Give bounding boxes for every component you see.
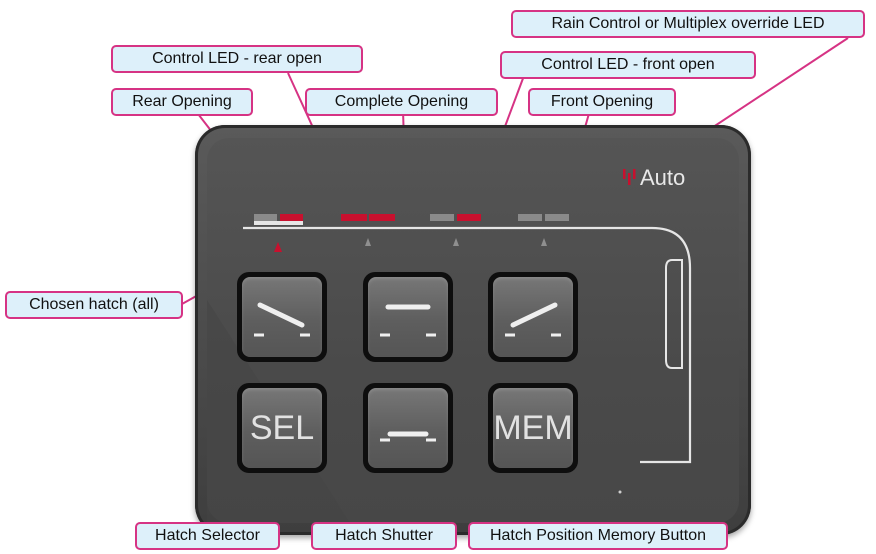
chosen-hatch-indicator <box>274 242 282 252</box>
led-group-rear <box>254 214 303 225</box>
sel-button-label: SEL <box>249 408 315 447</box>
hatch-tilted-up-icon <box>505 302 561 337</box>
callout-complete-opening: Complete Opening <box>305 88 498 116</box>
callout-chosen-hatch: Chosen hatch (all) <box>5 291 183 319</box>
sel-button-face: SEL <box>242 388 322 468</box>
rain-led-icon <box>623 169 636 185</box>
callout-rear-opening: Rear Opening <box>111 88 253 116</box>
led-group-4 <box>518 214 569 221</box>
mem-button-label: MEM <box>493 408 573 447</box>
callout-rain-led: Rain Control or Multiplex override LED <box>511 10 865 38</box>
auto-label: Auto <box>640 165 686 190</box>
shutter-button-face <box>368 388 448 468</box>
front-opening-button[interactable] <box>488 272 578 362</box>
hatch-tilted-down-icon <box>254 302 310 337</box>
led-group-complete <box>341 214 395 221</box>
rear-opening-button-face <box>242 277 322 357</box>
callout-hatch-selector: Hatch Selector <box>135 522 280 550</box>
rear-opening-button[interactable] <box>237 272 327 362</box>
sel-button[interactable]: SEL <box>237 383 327 473</box>
callout-led-front: Control LED - front open <box>500 51 756 79</box>
callout-front-opening: Front Opening <box>528 88 676 116</box>
complete-opening-button[interactable] <box>363 272 453 362</box>
complete-opening-button-face <box>368 277 448 357</box>
front-opening-button-face <box>493 277 573 357</box>
callout-hatch-shutter: Hatch Shutter <box>311 522 457 550</box>
shutter-button[interactable] <box>363 383 453 473</box>
mem-button[interactable]: MEM <box>488 383 578 473</box>
hatch-closed-icon <box>380 431 436 442</box>
callout-memory-button: Hatch Position Memory Button <box>468 522 728 550</box>
callout-led-rear: Control LED - rear open <box>111 45 363 73</box>
led-group-front <box>430 214 481 221</box>
hatch-raised-icon <box>380 304 436 337</box>
mem-button-face: MEM <box>493 388 573 468</box>
